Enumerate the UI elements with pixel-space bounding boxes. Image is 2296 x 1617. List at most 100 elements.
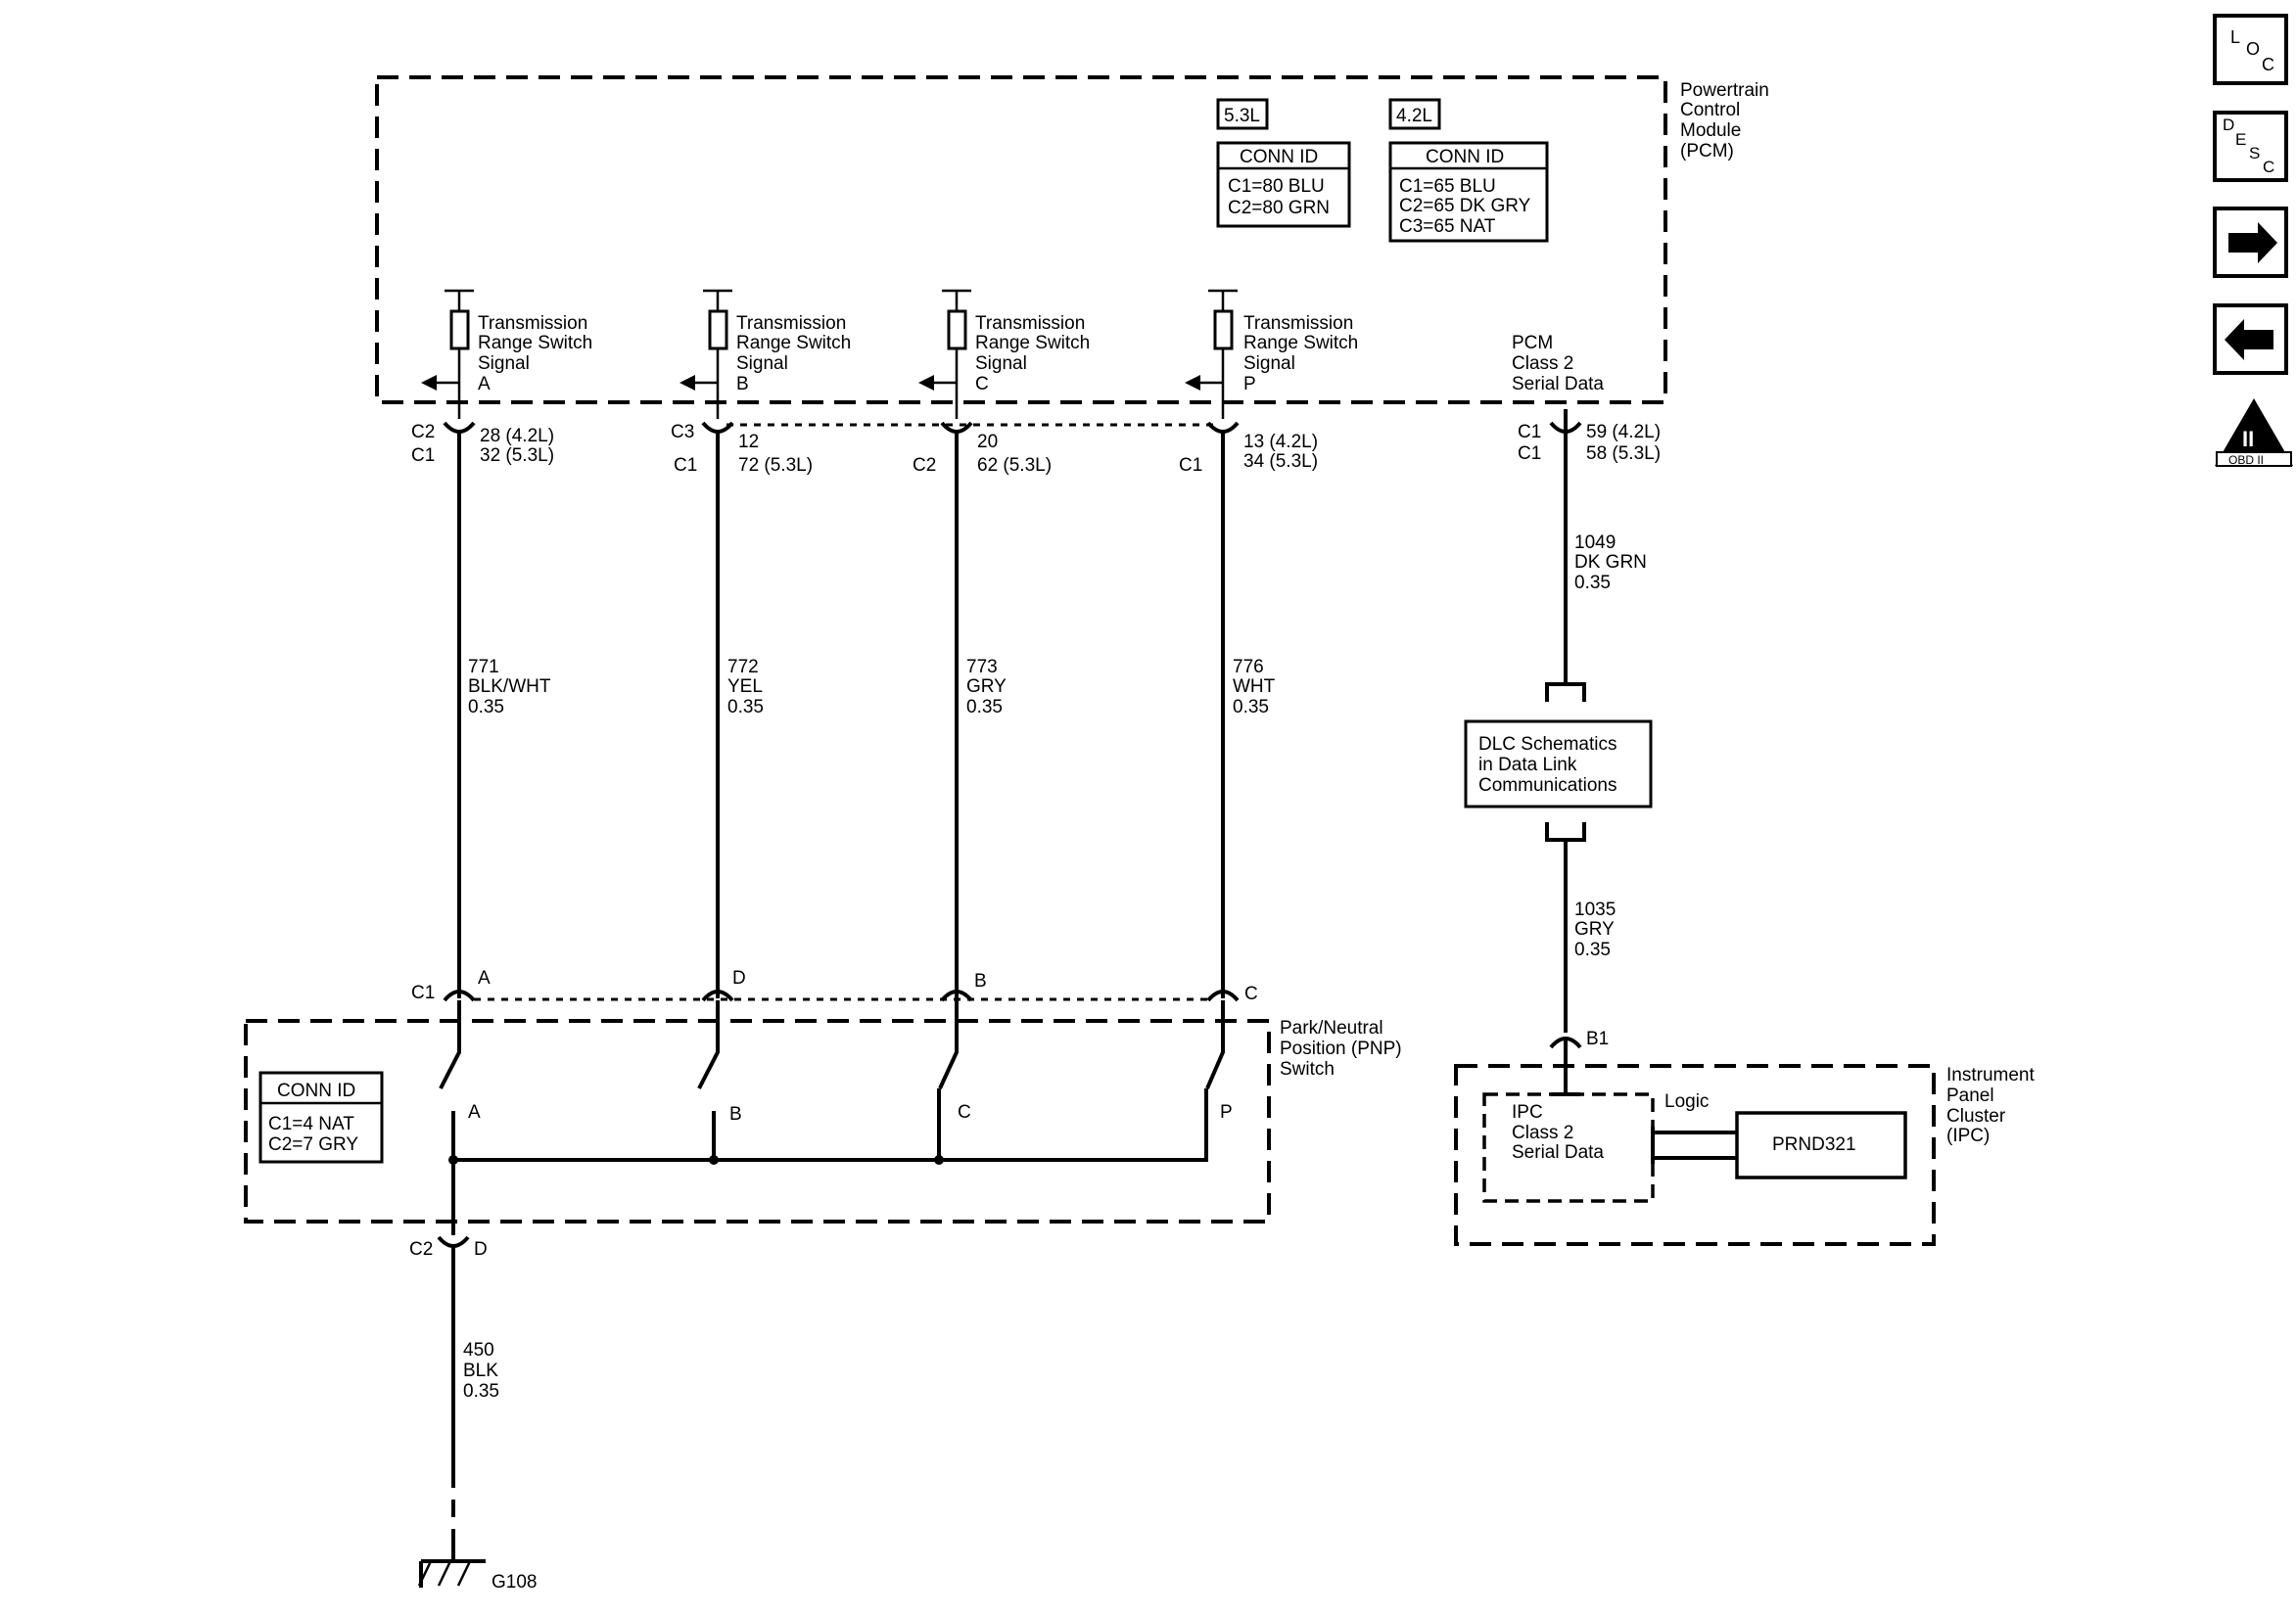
pcm-title-line-3: Module bbox=[1680, 120, 1741, 141]
wire-circuit: 1035 bbox=[1574, 900, 1616, 920]
ipc-title-line: Panel bbox=[1946, 1086, 1994, 1106]
wire-gauge: 0.35 bbox=[727, 697, 764, 717]
signal-label: Range Switch bbox=[736, 333, 851, 353]
loc-icon[interactable]: L O C bbox=[2213, 14, 2288, 85]
signal-label: Transmission bbox=[975, 313, 1085, 334]
pnp-connector-c1: C1 A D B C bbox=[411, 968, 1258, 1004]
wire-circuit: 1049 bbox=[1574, 532, 1616, 553]
pcm-signal-circuit-p: Transmission Range Switch Signal P bbox=[1185, 289, 1358, 419]
signal-label: Signal bbox=[1243, 353, 1295, 374]
signal-label: Transmission bbox=[1243, 313, 1353, 334]
pin-label: B1 bbox=[1586, 1029, 1609, 1049]
signal-label: Signal bbox=[478, 353, 530, 374]
contact-label: P bbox=[1220, 1102, 1233, 1123]
ipc-title-line: (IPC) bbox=[1946, 1126, 1990, 1146]
wire-color: BLK/WHT bbox=[468, 676, 551, 697]
pcm-connector-p: C1 13 (4.2L) 34 (5.3L) bbox=[1179, 421, 1318, 476]
ipc-connector-b1: B1 bbox=[1549, 1029, 1609, 1096]
loc-letter: C bbox=[2262, 55, 2274, 74]
wire-label-776: 776 WHT 0.35 bbox=[1233, 657, 1276, 717]
conn-id-line: C1=80 BLU bbox=[1228, 176, 1325, 197]
pin-label: B bbox=[974, 971, 987, 992]
connector-label: C1 bbox=[1179, 455, 1202, 476]
prnd-label: PRND321 bbox=[1772, 1134, 1856, 1155]
wire-label-1049: 1049 DK GRN 0.35 bbox=[1574, 532, 1647, 593]
wire-color: WHT bbox=[1233, 676, 1276, 697]
pnp-boundary bbox=[244, 1019, 1271, 1224]
wire-gauge: 0.35 bbox=[966, 697, 1003, 717]
signal-label: Transmission bbox=[478, 313, 587, 334]
connector-label: C1 bbox=[411, 983, 435, 1003]
desc-letter: E bbox=[2235, 130, 2246, 149]
desc-letter: S bbox=[2249, 144, 2260, 162]
signal-label: Range Switch bbox=[478, 333, 592, 353]
pcm-connector-b: C3 C1 12 72 (5.3L) bbox=[671, 421, 813, 476]
ipc-title-line: Cluster bbox=[1946, 1106, 2006, 1127]
conn-id-header: CONN ID bbox=[1240, 147, 1318, 167]
pin-label: A bbox=[478, 968, 491, 989]
ground-symbol: G108 bbox=[417, 1559, 537, 1593]
wire-gauge: 0.35 bbox=[1574, 940, 1611, 960]
wire-gauge: 0.35 bbox=[463, 1381, 499, 1402]
contact-label: C bbox=[958, 1102, 971, 1123]
pcm-title-line-4: (PCM) bbox=[1680, 141, 1734, 162]
contact-label: A bbox=[468, 1102, 481, 1123]
pnp-title-line: Position (PNP) bbox=[1280, 1039, 1402, 1059]
pin-label: 28 (4.2L) bbox=[480, 426, 554, 446]
ipc-serial-label: Class 2 bbox=[1512, 1123, 1573, 1143]
obd-ii-icon[interactable]: II OBD II bbox=[2215, 398, 2293, 467]
desc-icon[interactable]: D E S C bbox=[2213, 111, 2288, 182]
wire-circuit: 450 bbox=[463, 1340, 494, 1361]
connector-label: C1 bbox=[411, 445, 435, 466]
pin-label: 32 (5.3L) bbox=[480, 445, 554, 466]
ipc-boundary bbox=[1454, 1064, 1936, 1246]
wire-label-772: 772 YEL 0.35 bbox=[727, 657, 764, 717]
pin-label: 12 bbox=[738, 432, 759, 452]
pin-label: 62 (5.3L) bbox=[977, 455, 1052, 476]
conn-id-line: C2=7 GRY bbox=[268, 1134, 358, 1155]
conn-id-header: CONN ID bbox=[1426, 147, 1504, 167]
signal-letter: A bbox=[478, 374, 491, 394]
pcm-title-line-2: Control bbox=[1680, 100, 1740, 120]
wire-color: GRY bbox=[966, 676, 1007, 697]
ground-label: G108 bbox=[492, 1572, 537, 1593]
pcm-title-line-1: Powertrain bbox=[1680, 80, 1769, 101]
dlc-label: Communications bbox=[1478, 775, 1617, 796]
pin-label: 58 (5.3L) bbox=[1586, 443, 1661, 464]
wire-color: YEL bbox=[727, 676, 763, 697]
obd-label: OBD II bbox=[2228, 453, 2264, 467]
signal-label: Signal bbox=[736, 353, 788, 374]
ipc-title-line: Instrument bbox=[1946, 1065, 2035, 1086]
conn-id-header: CONN ID bbox=[277, 1081, 355, 1101]
arrow-left-icon[interactable] bbox=[2213, 303, 2288, 375]
contact-label: B bbox=[729, 1104, 742, 1125]
pin-label: 72 (5.3L) bbox=[738, 455, 813, 476]
connector-label: C2 bbox=[411, 422, 435, 442]
signal-label: Transmission bbox=[736, 313, 846, 334]
conn-id-line: C3=65 NAT bbox=[1399, 216, 1496, 237]
wire-label-1035: 1035 GRY 0.35 bbox=[1574, 900, 1616, 960]
signal-label: Range Switch bbox=[1243, 333, 1358, 353]
ipc-serial-label: Serial Data bbox=[1512, 1142, 1604, 1163]
pcm-signal-circuit-a: Transmission Range Switch Signal A bbox=[421, 289, 592, 419]
pcm-conn-id-4-2l: 4.2L CONN ID C1=65 BLU C2=65 DK GRY C3=6… bbox=[1388, 98, 1549, 243]
wire-label-771: 771 BLK/WHT 0.35 bbox=[468, 657, 551, 717]
connector-label: C1 bbox=[1518, 443, 1541, 464]
arrow-right-icon[interactable] bbox=[2213, 207, 2288, 278]
engine-tag: 5.3L bbox=[1224, 106, 1260, 126]
loc-letter: O bbox=[2246, 39, 2260, 59]
wire-gauge: 0.35 bbox=[1574, 573, 1611, 593]
pcm-connector-serial: C1 C1 59 (4.2L) 58 (5.3L) bbox=[1518, 409, 1661, 464]
wire-color: DK GRN bbox=[1574, 552, 1647, 573]
pin-label: 34 (5.3L) bbox=[1243, 451, 1318, 472]
wire-label-773: 773 GRY 0.35 bbox=[966, 657, 1007, 717]
wire-circuit: 776 bbox=[1233, 657, 1264, 677]
engine-tag: 4.2L bbox=[1396, 106, 1432, 126]
pnp-switch-contacts: A B C P bbox=[439, 1000, 1233, 1235]
pin-label: 13 (4.2L) bbox=[1243, 432, 1318, 452]
dlc-label: DLC Schematics bbox=[1478, 734, 1617, 755]
desc-letter: C bbox=[2263, 158, 2274, 176]
dlc-reference-box[interactable] bbox=[1464, 719, 1653, 808]
desc-letter: D bbox=[2223, 116, 2234, 134]
